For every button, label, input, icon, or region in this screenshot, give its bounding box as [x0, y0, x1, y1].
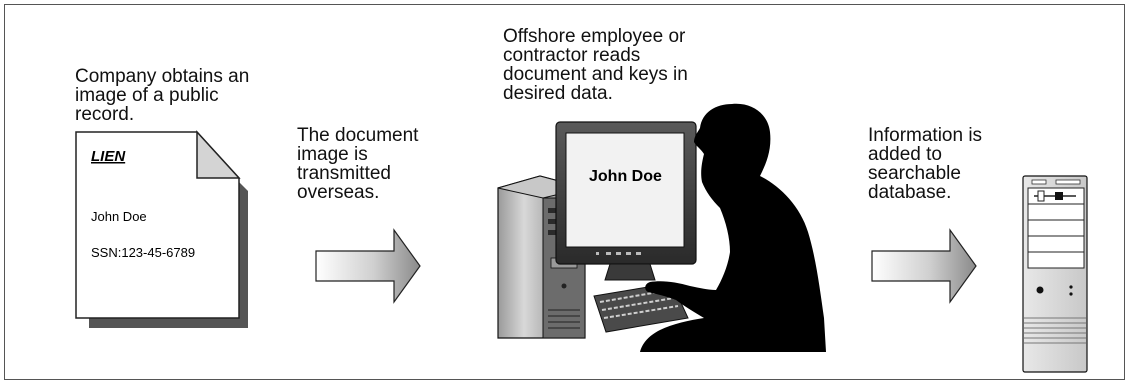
- screen-text: John Doe: [589, 168, 662, 185]
- caption-obtain-record: Company obtains an image of a public rec…: [75, 66, 250, 125]
- caption-added-to-database: Information is added to searchable datab…: [868, 125, 983, 203]
- document-name: John Doe: [91, 209, 147, 224]
- arrow-icon: [871, 228, 977, 304]
- document-title: LIEN: [91, 148, 126, 165]
- document-icon: LIEN John Doe SSN:123-45-6789: [75, 130, 248, 328]
- arrow-icon: [315, 228, 421, 304]
- operator-silhouette: [640, 103, 826, 352]
- caption-transmit-overseas: The document image is transmitted overse…: [297, 125, 419, 203]
- document-ssn: SSN:123-45-6789: [91, 245, 195, 260]
- server-icon: [1022, 175, 1088, 373]
- computer-operator-icon: John Doe: [497, 103, 826, 352]
- caption-offshore-keying: Offshore employee or contractor reads do…: [503, 26, 688, 104]
- monitor-icon: John Doe: [555, 121, 697, 281]
